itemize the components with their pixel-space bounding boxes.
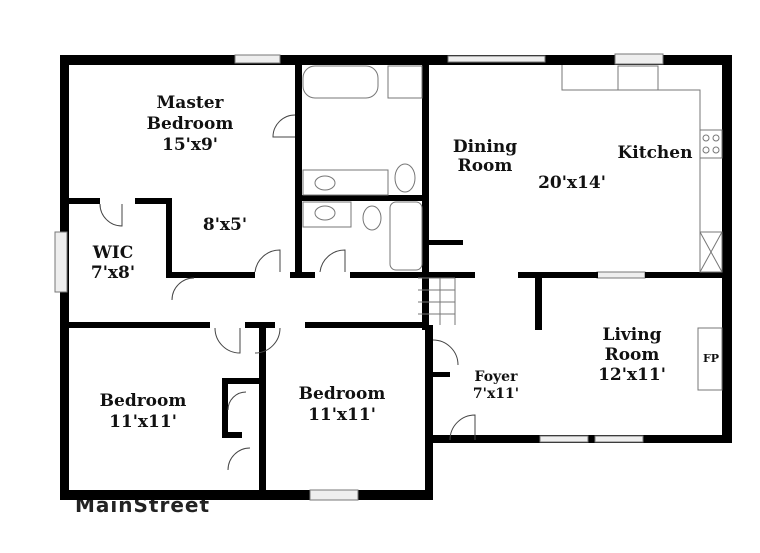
- toilet-icon: [394, 163, 416, 193]
- doors: [99, 114, 476, 471]
- stairs-icon: [418, 277, 456, 325]
- fixtures: [302, 65, 723, 391]
- master-bath-size: 8'x5': [203, 215, 247, 235]
- kitchen-dining-size: 20'x14': [538, 173, 606, 193]
- bathtub-icon: [302, 65, 379, 99]
- kitchen-label: Kitchen: [618, 143, 693, 163]
- living-room-size: 12'x11': [598, 365, 666, 385]
- dining-room-label: Dining: [453, 137, 517, 157]
- foyer-label: Foyer: [475, 369, 519, 385]
- kitchen-counter: [561, 65, 701, 272]
- mainstreet-logo: MainStreet: [75, 493, 210, 517]
- interior-walls: [60, 60, 725, 495]
- refrigerator-icon: [699, 231, 723, 273]
- dining-room-label: Room: [458, 156, 513, 176]
- shower-icon: [387, 65, 423, 99]
- bathtub-icon: [389, 201, 423, 271]
- stove-icon: [699, 129, 723, 159]
- toilet-icon: [362, 205, 382, 231]
- fireplace-icon: [697, 327, 723, 391]
- vanity-icon: [302, 169, 389, 196]
- sink-icon: [617, 65, 659, 91]
- svg-text:MainStreet: MainStreet: [75, 493, 210, 517]
- bedroom-label: Bedroom: [100, 391, 187, 411]
- living-room-label: Room: [605, 345, 660, 365]
- bedroom-size: 11'x11': [109, 412, 177, 432]
- living-room-label: Living: [603, 325, 662, 345]
- fireplace-label: FP: [703, 352, 719, 365]
- master-bedroom-size: 15'x9': [162, 135, 218, 155]
- master-bedroom-label: Bedroom: [147, 114, 234, 134]
- bedroom-label: Bedroom: [299, 384, 386, 404]
- master-bedroom-label: Master: [156, 93, 224, 113]
- bedroom-size: 11'x11': [308, 405, 376, 425]
- windows: [54, 53, 664, 501]
- wic-size: 7'x8': [91, 263, 135, 283]
- foyer-size: 7'x11': [473, 386, 519, 402]
- wic-label: WIC: [92, 243, 134, 263]
- vanity-icon: [302, 201, 352, 228]
